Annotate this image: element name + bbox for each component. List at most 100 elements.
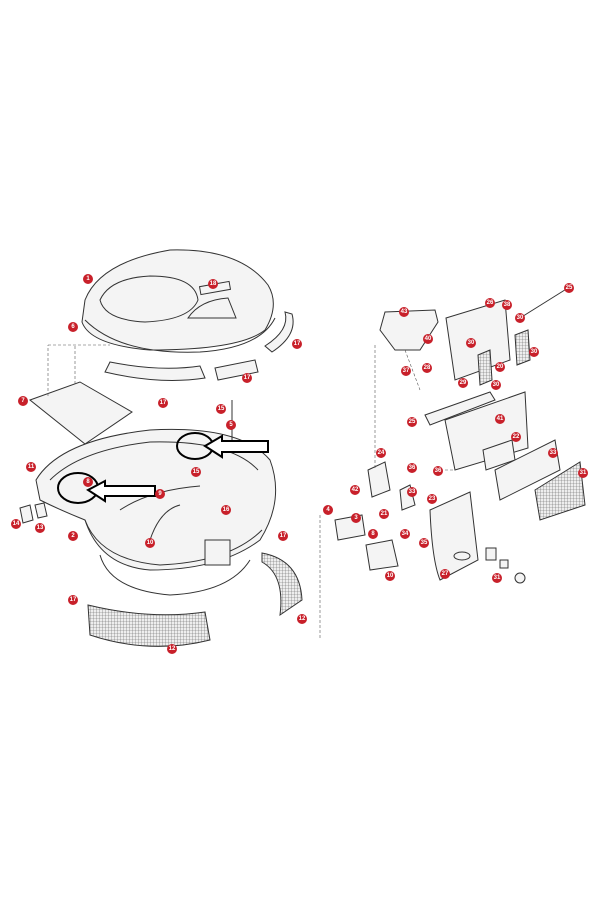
- label-badge: [495, 414, 505, 424]
- label-badge: [400, 529, 410, 539]
- label-number: 31: [494, 575, 501, 581]
- label-number: 40: [425, 336, 432, 342]
- label-number: 14: [13, 521, 20, 527]
- part-number-label: 17: [278, 531, 288, 541]
- label-badge: [407, 487, 417, 497]
- part-number-label: 17: [158, 398, 168, 408]
- part-number-label: 6: [68, 322, 78, 332]
- part-number-label: 31: [492, 573, 502, 583]
- part-number-label: 8: [83, 477, 93, 487]
- label-badge: [242, 373, 252, 383]
- label-number: 1: [86, 276, 90, 282]
- label-badge: [485, 298, 495, 308]
- part-number-label: 1: [83, 274, 93, 284]
- label-number: 6: [71, 324, 75, 330]
- part-number-label: 11: [26, 462, 36, 472]
- label-badge: [83, 477, 93, 487]
- part-number-label: 12: [297, 614, 307, 624]
- label-badge: [208, 279, 218, 289]
- label-number: 30: [468, 340, 475, 346]
- label-number: 17: [70, 597, 77, 603]
- label-number: 29: [460, 380, 467, 386]
- label-number: 15: [218, 406, 225, 412]
- label-badge: [158, 398, 168, 408]
- callout-circle-upper: [176, 432, 269, 460]
- part-number-label: 25: [407, 417, 417, 427]
- label-badge: [167, 644, 177, 654]
- callout-circle-lower: [57, 472, 156, 504]
- part-number-label: 9: [155, 489, 165, 499]
- part-number-label: 10: [145, 538, 155, 548]
- part-number-label: 31: [578, 468, 588, 478]
- label-number: 11: [28, 464, 35, 470]
- label-number: 17: [244, 375, 251, 381]
- label-number: 17: [160, 400, 167, 406]
- label-badge: [495, 362, 505, 372]
- label-number: 34: [402, 531, 409, 537]
- label-badge: [11, 519, 21, 529]
- label-badge: [368, 529, 378, 539]
- part-number-label: 2: [68, 531, 78, 541]
- label-badge: [351, 513, 361, 523]
- inner-tray: [28, 344, 133, 445]
- part-number-label: 8: [368, 529, 378, 539]
- label-badge: [433, 466, 443, 476]
- lid-trim-strips: [104, 311, 294, 381]
- label-badge: [221, 505, 231, 515]
- label-number: 27: [442, 571, 449, 577]
- label-badge: [323, 505, 333, 515]
- label-badge: [423, 334, 433, 344]
- label-badge: [529, 347, 539, 357]
- label-number: 30: [493, 382, 500, 388]
- label-badge: [564, 283, 574, 293]
- label-badge: [26, 462, 36, 472]
- label-number: 15: [193, 469, 200, 475]
- label-number: 22: [513, 434, 520, 440]
- reflectors: [19, 502, 303, 647]
- part-number-label: 13: [35, 523, 45, 533]
- part-number-label: 15: [191, 467, 201, 477]
- label-number: 25: [566, 285, 573, 291]
- label-number: 23: [429, 496, 436, 502]
- part-number-label: 26: [485, 298, 495, 308]
- part-number-label: 30: [515, 313, 525, 323]
- label-badge: [191, 467, 201, 477]
- part-number-label: 35: [419, 538, 429, 548]
- part-number-label: 17: [68, 595, 78, 605]
- label-number: 12: [169, 646, 176, 652]
- label-badge: [145, 538, 155, 548]
- part-number-label: 7: [18, 396, 28, 406]
- part-number-label: 15: [216, 404, 226, 414]
- part-number-label: 29: [458, 378, 468, 388]
- part-number-label: 17: [242, 373, 252, 383]
- label-badge: [297, 614, 307, 624]
- label-number: 36: [435, 468, 442, 474]
- label-badge: [492, 573, 502, 583]
- label-number: 33: [409, 489, 416, 495]
- label-number: 21: [381, 511, 388, 517]
- part-number-label: 36: [407, 463, 417, 473]
- label-number: 10: [387, 573, 394, 579]
- label-badge: [466, 338, 476, 348]
- label-number: 28: [424, 365, 431, 371]
- label-badge: [350, 485, 360, 495]
- label-badge: [440, 569, 450, 579]
- label-badge: [502, 300, 512, 310]
- label-number: 7: [21, 398, 25, 404]
- label-badge: [422, 363, 432, 373]
- part-number-label: 17: [292, 339, 302, 349]
- label-badge: [407, 417, 417, 427]
- label-badge: [379, 509, 389, 519]
- label-number: 4: [326, 507, 330, 513]
- part-number-label: 20: [495, 362, 505, 372]
- label-number: 12: [299, 616, 306, 622]
- label-number: 37: [403, 368, 410, 374]
- label-badge: [278, 531, 288, 541]
- label-badge: [155, 489, 165, 499]
- label-badge: [427, 494, 437, 504]
- part-number-label: 30: [491, 380, 501, 390]
- label-badge: [491, 380, 501, 390]
- label-badge: [18, 396, 28, 406]
- label-number: 33: [550, 450, 557, 456]
